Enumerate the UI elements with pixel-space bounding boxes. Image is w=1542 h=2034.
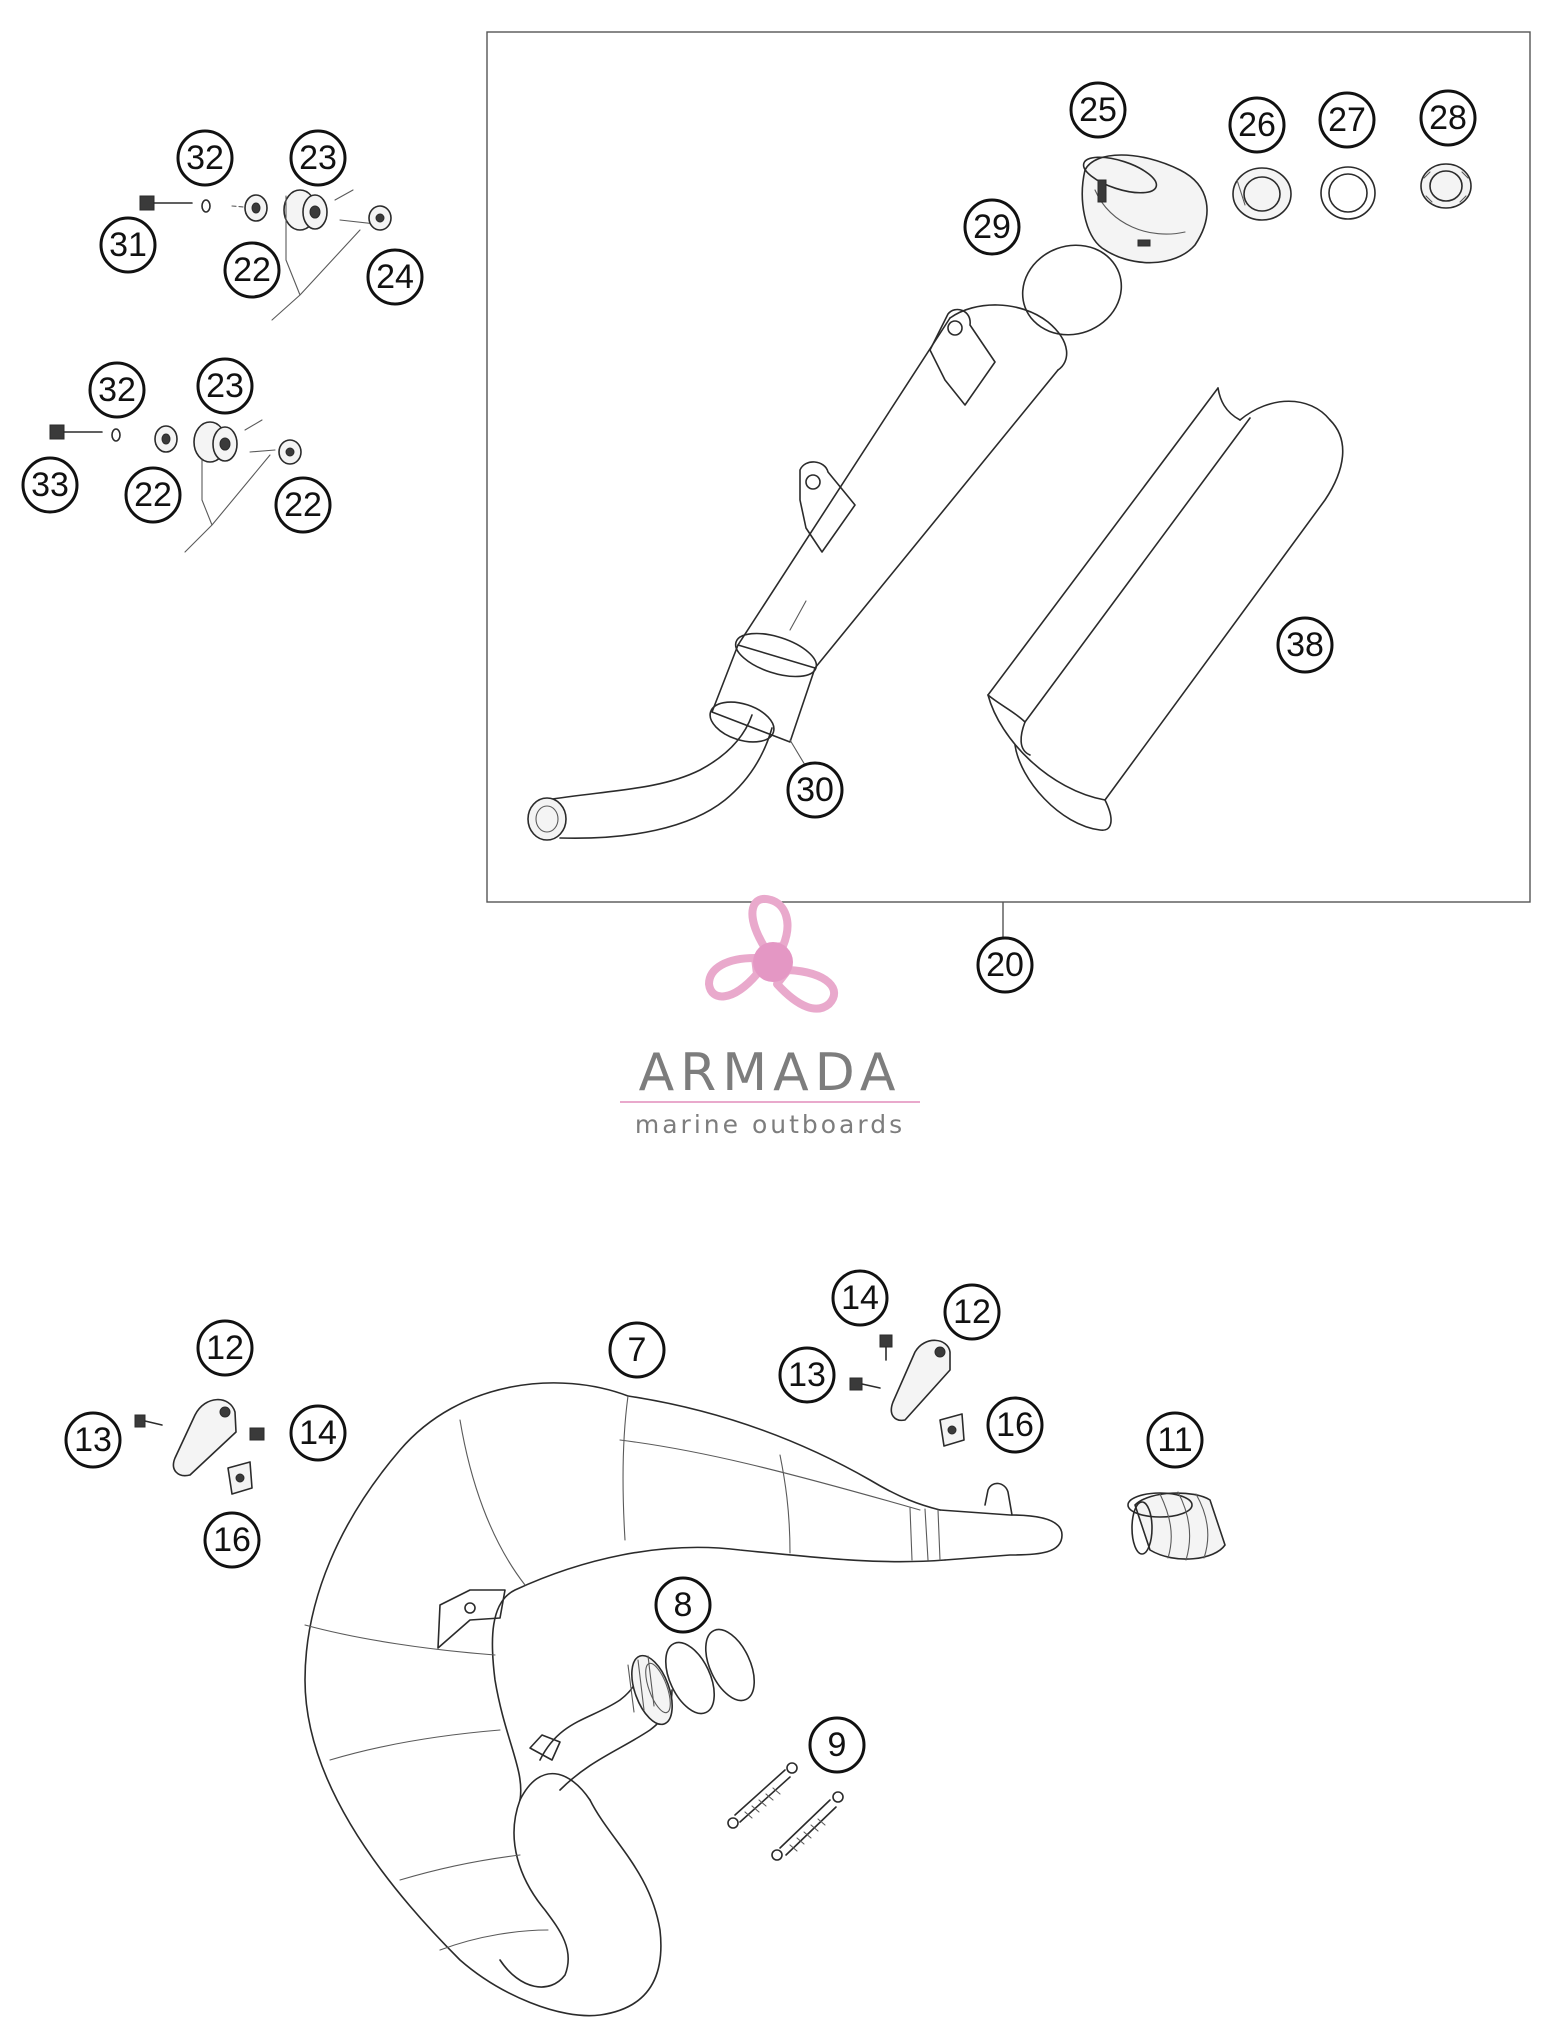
svg-text:22: 22 [134,476,172,514]
silencer-body-drawing [527,304,1068,841]
callout-25: 25 [1069,81,1127,139]
leader-lines [789,739,806,766]
callout-9: 9 [808,1716,866,1774]
svg-text:11: 11 [1157,1421,1192,1459]
propeller-icon [705,894,838,1013]
svg-text:30: 30 [796,771,834,809]
threaded-ring-drawing [1420,163,1472,209]
callout-32: 32 [88,361,146,419]
rubber-sleeve-drawing [1127,1491,1226,1561]
brand-tagline: marine outboards [635,1110,905,1139]
svg-text:31: 31 [109,226,147,264]
callout-23: 23 [289,129,347,187]
callout-27: 27 [1318,91,1376,149]
svg-text:22: 22 [233,251,271,289]
callout-30: 30 [786,761,844,819]
heat-shield-drawing [987,387,1344,831]
callout-7: 7 [608,1321,666,1379]
callout-31: 31 [99,216,157,274]
svg-text:23: 23 [299,139,337,177]
svg-text:38: 38 [1286,626,1324,664]
svg-text:26: 26 [1238,106,1276,144]
svg-text:12: 12 [206,1329,244,1367]
svg-text:28: 28 [1429,99,1467,137]
gasket-ring-drawing [1021,244,1123,336]
svg-text:13: 13 [788,1356,826,1394]
callout-16: 16 [986,1396,1044,1454]
svg-text:25: 25 [1079,91,1117,129]
left-bracket-hardware [134,1398,265,1495]
lower-mount-hardware [49,419,302,553]
callout-13: 13 [64,1411,122,1469]
expansion-chamber-drawing [304,1382,1063,2017]
svg-text:12: 12 [953,1293,991,1331]
callout-11: 11 [1146,1411,1204,1469]
washer-ring-drawing [1320,166,1376,220]
svg-text:33: 33 [31,466,69,504]
callout-22: 22 [274,476,332,534]
svg-text:9: 9 [828,1726,847,1764]
svg-text:23: 23 [206,367,244,405]
svg-text:27: 27 [1328,101,1366,139]
right-bracket-hardware [849,1334,965,1447]
callout-29: 29 [963,198,1021,256]
svg-text:14: 14 [841,1279,879,1317]
callout-24: 24 [366,248,424,306]
callout-20: 20 [976,936,1034,994]
callout-38: 38 [1276,616,1334,674]
brand-name: ARMADA [639,1043,902,1103]
upper-mount-hardware [139,189,392,321]
callout-26: 26 [1228,96,1286,154]
sleeve-ring-drawing [1232,167,1292,221]
svg-text:16: 16 [213,1521,251,1559]
callout-22: 22 [223,241,281,299]
callout-28: 28 [1419,89,1477,147]
callout-12: 12 [943,1283,1001,1341]
callout-33: 33 [21,456,79,514]
svg-text:32: 32 [98,371,136,409]
callout-12: 12 [196,1319,254,1377]
svg-text:13: 13 [74,1421,112,1459]
callout-23: 23 [196,357,254,415]
svg-text:32: 32 [186,139,224,177]
callout-13: 13 [778,1346,836,1404]
callout-22: 22 [124,466,182,524]
svg-text:14: 14 [299,1414,337,1452]
svg-text:7: 7 [628,1331,647,1369]
callout-16: 16 [203,1511,261,1569]
callout-8: 8 [654,1576,712,1634]
callout-14: 14 [831,1269,889,1327]
armada-logo: ARMADA marine outboards [620,894,920,1139]
svg-text:20: 20 [986,946,1024,984]
svg-text:16: 16 [996,1406,1034,1444]
silencer-assembly-frame [486,31,1531,938]
springs-drawing [727,1762,844,1861]
svg-text:8: 8 [674,1586,693,1624]
callout-14: 14 [289,1404,347,1462]
end-cap-drawing [1081,154,1208,264]
o-rings-drawing [664,1628,756,1715]
svg-text:24: 24 [376,258,414,296]
svg-text:22: 22 [284,486,322,524]
callout-32: 32 [176,129,234,187]
svg-text:29: 29 [973,208,1011,246]
